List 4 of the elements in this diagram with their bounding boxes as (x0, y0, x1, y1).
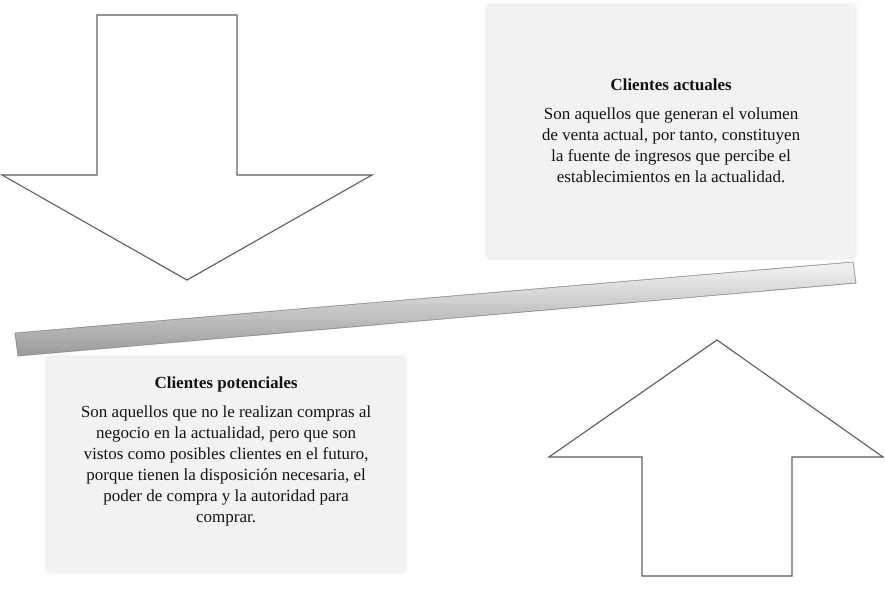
box-heading: Clientes actuales (609, 75, 733, 95)
box-description: Son aquellos que no le realizan compras al negocio en la actualidad, pero que son vistos como posibles clientes en el futuro, porque tienen la disposición necesaria, el poder de compra y la autoridad para comprar. (80, 401, 372, 527)
box-heading: Clientes potenciales (153, 373, 299, 393)
box-description: Son aquellos que generan el volumen de venta actual, por tanto, constituyen la fuente de ingresos que percibe el establecimientos en la actualidad. (540, 103, 802, 187)
